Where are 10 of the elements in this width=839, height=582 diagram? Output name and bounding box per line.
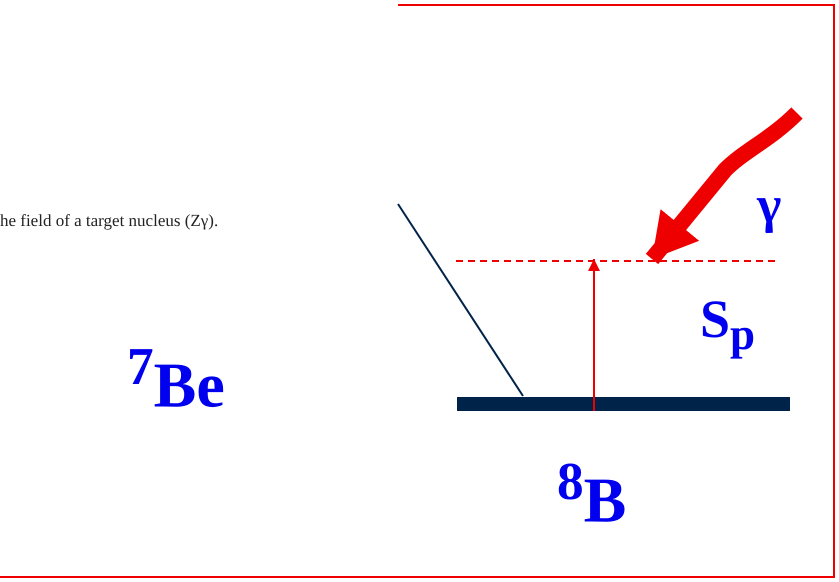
threshold-level-line (456, 260, 776, 262)
ground-state-level (457, 397, 790, 411)
photon-arrow (646, 107, 803, 264)
separation-energy-label: S$_{p}$ (700, 292, 756, 357)
nucleus-label: $^{7}$Be (127, 340, 225, 418)
level-label: $^{8}$B (557, 455, 626, 532)
connecting-line (397, 203, 524, 397)
gamma-symbol: γ (757, 180, 782, 232)
excitation-arrow (588, 259, 600, 411)
text-fragment: he field of a target nucleus (Zγ). (0, 212, 218, 229)
